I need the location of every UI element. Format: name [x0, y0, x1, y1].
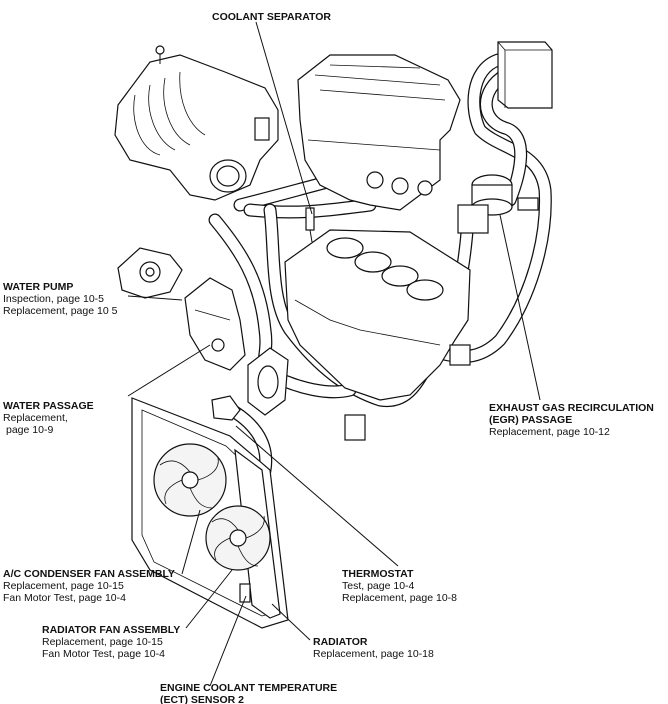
water-pump-inspection: Inspection, page 10-5 — [3, 293, 104, 305]
water-pump — [117, 247, 183, 299]
egr-passage-title-2: (EGR) PASSAGE — [489, 414, 573, 426]
radiator-replacement: Replacement, page 10-18 — [313, 648, 434, 660]
thermostat-test: Test, page 10-4 — [342, 580, 415, 592]
water-passage-page: page 10-9 — [6, 424, 54, 436]
thermostat-title: THERMOSTAT — [342, 568, 414, 580]
ect-sensor — [239, 583, 251, 603]
water-passage-replacement: Replacement, — [3, 412, 68, 424]
ect-sensor-label: ENGINE COOLANT TEMPERATURE (ECT) SENSOR … — [160, 682, 337, 704]
radiator-fan-label: RADIATOR FAN ASSEMBLY Replacement, page … — [42, 624, 180, 660]
ac-condenser-fan-motor-test: Fan Motor Test, page 10-4 — [3, 592, 126, 604]
water-passage-title: WATER PASSAGE — [3, 400, 94, 412]
egr-valve — [457, 174, 539, 234]
egr-passage-label: EXHAUST GAS RECIRCULATION (EGR) PASSAGE … — [489, 402, 654, 438]
ac-condenser-fan-label: A/C CONDENSER FAN ASSEMBLY Replacement, … — [3, 568, 175, 604]
thermostat-replacement: Replacement, page 10-8 — [342, 592, 457, 604]
thermostat-label: THERMOSTAT Test, page 10-4 Replacement, … — [342, 568, 457, 604]
water-pump-replacement: Replacement, page 10 5 — [3, 305, 118, 317]
radiator-fan-title: RADIATOR FAN ASSEMBLY — [42, 624, 181, 636]
ect-sensor-title-2: (ECT) SENSOR 2 — [160, 694, 245, 704]
coolant-separator — [305, 207, 315, 243]
engine-block — [284, 229, 471, 441]
egr-passage-title-1: EXHAUST GAS RECIRCULATION — [489, 402, 654, 414]
egr-box — [497, 41, 553, 109]
egr-passage-replacement: Replacement, page 10-12 — [489, 426, 610, 438]
radiator-fan-replacement: Replacement, page 10-15 — [42, 636, 163, 648]
radiator-fan-motor-test: Fan Motor Test, page 10-4 — [42, 648, 165, 660]
thermostat-housing — [211, 347, 289, 421]
radiator-fan — [205, 505, 271, 571]
coolant-separator-label: COOLANT SEPARATOR — [212, 11, 331, 23]
ac-condenser-fan-replacement: Replacement, page 10-15 — [3, 580, 124, 592]
water-pump-title: WATER PUMP — [3, 281, 74, 293]
ac-condenser-fan — [153, 443, 227, 517]
water-passage-label: WATER PASSAGE Replacement, page 10-9 — [3, 400, 94, 436]
water-pump-label: WATER PUMP Inspection, page 10-5 Replace… — [3, 281, 117, 317]
ac-condenser-fan-title: A/C CONDENSER FAN ASSEMBLY — [3, 568, 175, 580]
ect-sensor-title-1: ENGINE COOLANT TEMPERATURE — [160, 682, 338, 694]
radiator-title: RADIATOR — [313, 636, 368, 648]
water-passage — [184, 277, 246, 371]
coolant-separator-title: COOLANT SEPARATOR — [212, 11, 332, 23]
cylinder-head — [297, 54, 461, 211]
radiator-label: RADIATOR Replacement, page 10-18 — [313, 636, 434, 660]
leader-lines — [127, 21, 541, 687]
intake-manifold — [114, 45, 279, 201]
